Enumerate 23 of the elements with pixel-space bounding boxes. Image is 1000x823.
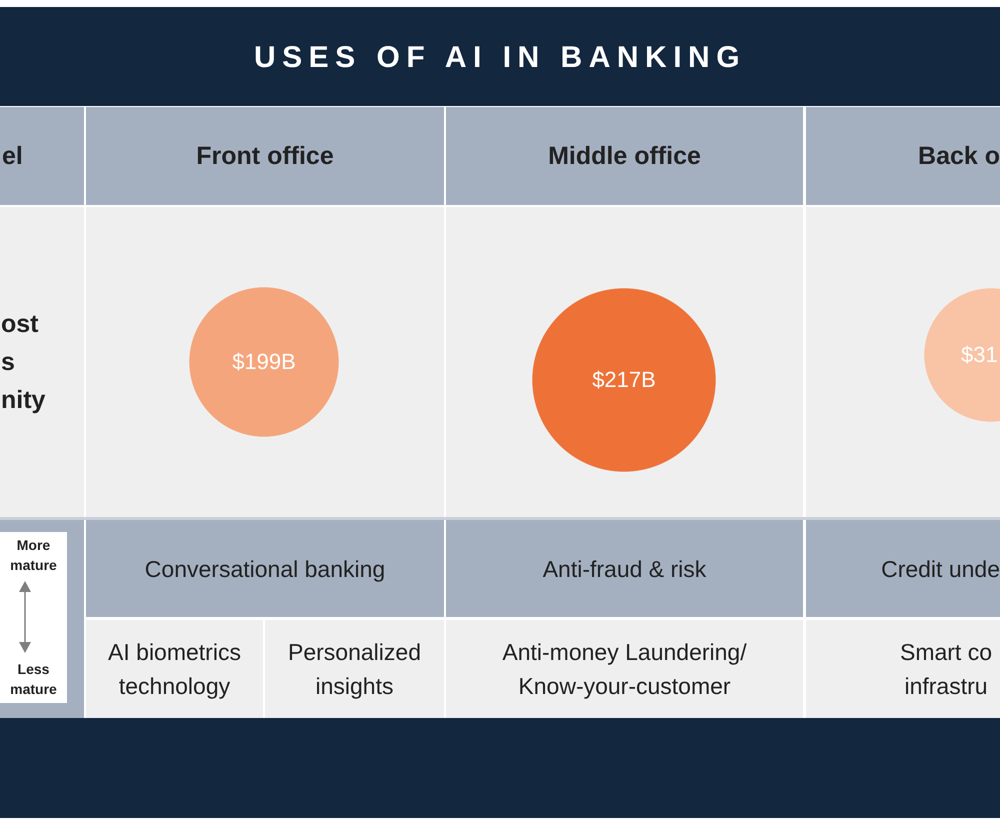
maturity-scale-card xyxy=(0,532,67,703)
value-bubble: $217B xyxy=(532,288,716,472)
scale-label: Less mature xyxy=(9,660,58,699)
column-header: el xyxy=(0,107,84,205)
table-panel xyxy=(86,207,444,517)
use-case-tile: Anti-money Laundering/ Know-your-customer xyxy=(446,620,803,718)
row-header-panel xyxy=(0,520,84,718)
use-case-tile: Personalized insights xyxy=(265,620,444,718)
column-header: Front office xyxy=(86,107,444,205)
category-header: Anti-fraud & risk xyxy=(446,520,803,617)
column-header: Middle office xyxy=(446,107,803,205)
column-header: Back o xyxy=(806,107,1000,205)
value-bubble: $31 xyxy=(924,288,1000,422)
row-header: ost s nity xyxy=(0,207,84,517)
use-case-tile: Smart co infrastru xyxy=(806,620,1000,718)
scale-label: More mature xyxy=(9,536,58,575)
use-case-tile: AI biometrics technology xyxy=(86,620,263,718)
category-header: Credit unde xyxy=(806,520,1000,617)
category-header: Conversational banking xyxy=(86,520,444,617)
table-panel xyxy=(806,207,1000,517)
value-bubble: $199B xyxy=(189,287,339,437)
table-panel xyxy=(446,207,803,517)
title: USES OF AI IN BANKING xyxy=(252,40,748,76)
